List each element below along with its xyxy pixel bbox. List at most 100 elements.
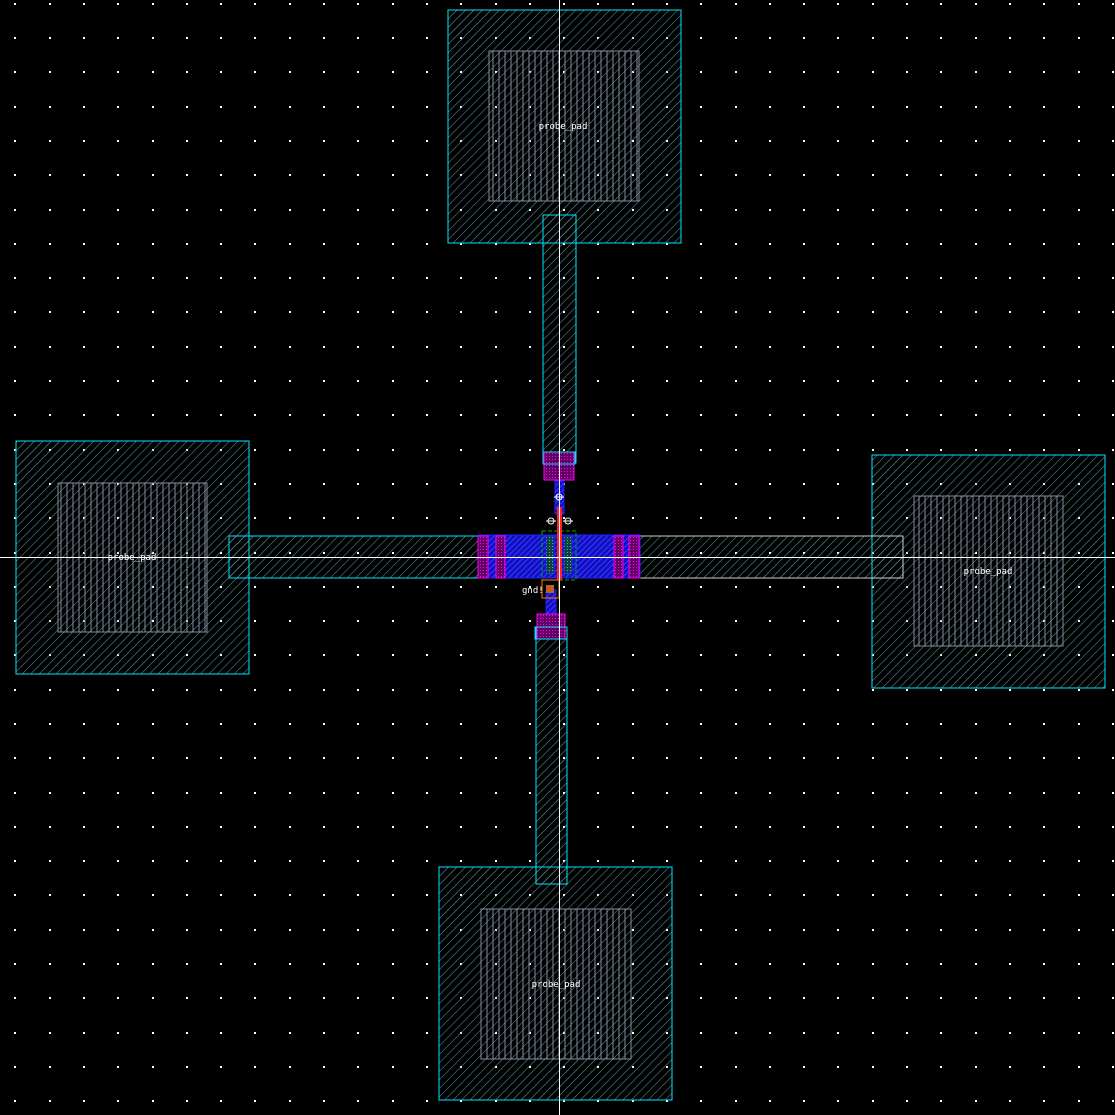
grid-dot <box>49 277 51 279</box>
grid-dot <box>495 826 497 828</box>
grid-dot <box>1009 71 1011 73</box>
metal-arm-bottom[interactable] <box>535 626 568 885</box>
grid-dot <box>837 929 839 931</box>
probe-pad-top[interactable]: probe_pad <box>447 9 682 244</box>
grid-dot <box>323 243 325 245</box>
grid-dot <box>392 380 394 382</box>
grid-dot <box>632 449 634 451</box>
grid-dot <box>700 209 702 211</box>
grid-dot <box>220 1100 222 1102</box>
grid-dot <box>1043 209 1045 211</box>
grid-dot <box>769 929 771 931</box>
grid-dot <box>837 71 839 73</box>
grid-dot <box>872 860 874 862</box>
grid-dot <box>666 414 668 416</box>
net-label-gnd: gnd! <box>522 586 544 596</box>
grid-dot <box>14 654 16 656</box>
grid-dot <box>220 894 222 896</box>
pad-label: probe_pad <box>532 980 581 990</box>
grid-dot <box>357 1032 359 1034</box>
grid-dot <box>392 723 394 725</box>
grid-dot <box>289 654 291 656</box>
grid-dot <box>357 963 359 965</box>
grid-dot <box>700 380 702 382</box>
grid-dot <box>666 449 668 451</box>
grid-dot <box>357 71 359 73</box>
grid-dot <box>735 860 737 862</box>
grid-dot <box>14 552 16 554</box>
grid-dot <box>1078 894 1080 896</box>
grid-dot <box>906 346 908 348</box>
grid-dot <box>1009 1066 1011 1068</box>
grid-dot <box>803 1100 805 1102</box>
grid-dot <box>254 1032 256 1034</box>
grid-dot <box>872 963 874 965</box>
grid-dot <box>700 346 702 348</box>
grid-dot <box>14 174 16 176</box>
grid-dot <box>152 71 154 73</box>
grid-dot <box>254 414 256 416</box>
grid-dot <box>357 757 359 759</box>
grid-dot <box>392 963 394 965</box>
grid-dot <box>392 37 394 39</box>
grid-dot <box>735 894 737 896</box>
grid-dot <box>14 106 16 108</box>
grid-dot <box>837 620 839 622</box>
grid-dot <box>323 1100 325 1102</box>
grid-dot <box>735 654 737 656</box>
grid-dot <box>735 346 737 348</box>
grid-dot <box>975 929 977 931</box>
grid-dot <box>906 209 908 211</box>
grid-dot <box>769 997 771 999</box>
grid-dot <box>254 860 256 862</box>
grid-dot <box>769 723 771 725</box>
grid-dot <box>152 757 154 759</box>
grid-dot <box>392 3 394 5</box>
grid-dot <box>220 140 222 142</box>
grid-dot <box>392 997 394 999</box>
grid-dot <box>152 723 154 725</box>
grid-dot <box>940 106 942 108</box>
grid-dot <box>1009 894 1011 896</box>
grid-dot <box>906 449 908 451</box>
grid-dot <box>735 620 737 622</box>
grid-dot <box>14 963 16 965</box>
grid-dot <box>975 209 977 211</box>
grid-dot <box>357 277 359 279</box>
grid-dot <box>83 723 85 725</box>
grid-dot <box>837 894 839 896</box>
grid-dot <box>289 723 291 725</box>
grid-dot <box>254 1100 256 1102</box>
grid-dot <box>14 757 16 759</box>
grid-dot <box>700 689 702 691</box>
grid-dot <box>460 620 462 622</box>
grid-dot <box>1043 860 1045 862</box>
grid-dot <box>49 1066 51 1068</box>
grid-dot <box>49 311 51 313</box>
grid-dot <box>1112 243 1114 245</box>
grid-dot <box>49 346 51 348</box>
grid-dot <box>392 414 394 416</box>
grid-dot <box>323 963 325 965</box>
grid-dot <box>735 71 737 73</box>
grid-dot <box>323 860 325 862</box>
probe-pad-right[interactable]: probe_pad <box>871 454 1106 689</box>
grid-dot <box>769 963 771 965</box>
grid-dot <box>803 860 805 862</box>
grid-dot <box>14 380 16 382</box>
grid-dot <box>14 826 16 828</box>
probe-pad-bottom[interactable]: probe_pad <box>438 866 673 1101</box>
grid-dot <box>152 346 154 348</box>
grid-dot <box>152 37 154 39</box>
grid-dot <box>1009 311 1011 313</box>
grid-dot <box>392 1066 394 1068</box>
grid-dot <box>323 71 325 73</box>
grid-dot <box>1112 689 1114 691</box>
grid-dot <box>906 997 908 999</box>
grid-dot <box>906 963 908 965</box>
grid-dot <box>49 963 51 965</box>
grid-dot <box>14 71 16 73</box>
grid-dot <box>1043 723 1045 725</box>
